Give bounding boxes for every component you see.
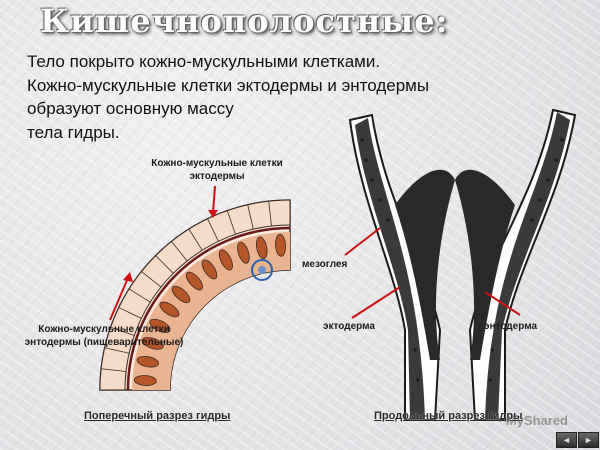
slide-title: Кишечнополостные: [40, 2, 449, 40]
ecto-cells-label-line2: эктодермы [189, 171, 245, 182]
pointer-arrows [109, 185, 521, 321]
tissue-dot [370, 178, 374, 182]
tissue-dot [360, 138, 364, 142]
intro-line-1: Тело покрыто кожно-мускульными клетками. [27, 52, 381, 71]
ecto-cells-label-line1: Кожно-мускульные клетки [151, 158, 283, 169]
intro-line-4: тела гидры. [27, 122, 120, 142]
tissue-dot [364, 158, 368, 162]
endoderm-pointer-line [484, 291, 521, 316]
mesoglea-label: мезоглея [302, 259, 348, 270]
endo-cell [171, 285, 191, 303]
endo-cell [255, 236, 268, 260]
ecto-cell-wall [268, 201, 272, 227]
endo-cell [237, 241, 250, 264]
ecto-cell-wall [141, 271, 162, 288]
endo-cell [133, 375, 157, 386]
ecto-cell-wall [188, 228, 203, 251]
ecto-cell-wall [104, 347, 130, 354]
endo-cell [141, 337, 164, 350]
ecto-cell-wall [110, 326, 135, 336]
tissue-dot [413, 348, 417, 352]
longitudinal-section-caption: Продольный разрез гидры [374, 410, 523, 422]
ecto-cell-wall [128, 288, 151, 303]
ecto-cell-wall [101, 368, 127, 372]
ectoderm-label: эктодерма [323, 321, 375, 332]
intro-line-2: Кожно-мускульные клетки эктодермы и энто… [27, 75, 430, 95]
endo-cell [201, 259, 218, 280]
endo-cell [275, 233, 286, 257]
ecto-cell-wall [226, 210, 236, 235]
intro-text: Тело покрыто кожно-мускульными клетками.… [27, 50, 547, 144]
next-arrow-icon: ► [584, 435, 593, 445]
endo-cells-label-line2: энтодермы (пищеварительные) [24, 337, 184, 348]
prev-arrow-icon: ◄ [562, 435, 571, 445]
tissue-dot [538, 198, 542, 202]
endo-cell [136, 355, 160, 368]
mesoglea-pointer-line [344, 227, 381, 256]
endo-cells-label: Кожно-мускульные клетки энтодермы (пищев… [4, 323, 204, 349]
ecto-pointer-head [208, 210, 218, 218]
intro-line-3: образуют основную массу [27, 99, 234, 118]
ecto-cells-label: Кожно-мускульные клетки эктодермы [142, 157, 292, 183]
endoderm-label: энтодерма [484, 321, 538, 332]
tissue-dot [560, 138, 564, 142]
endo-pointer-head [123, 272, 133, 282]
ectoderm-pointer-line [351, 286, 401, 319]
endo-cell [218, 249, 233, 271]
ecto-cell-wall [118, 307, 142, 319]
tissue-dot [488, 378, 492, 382]
tissue-dot [386, 218, 390, 222]
tissue-dot [530, 218, 534, 222]
tissue-dot [490, 348, 494, 352]
longitudinal-section-diagram [348, 108, 577, 421]
ecto-cell-wall [155, 255, 174, 274]
tissue-dot [378, 198, 382, 202]
ecto-cell-wall [247, 204, 254, 230]
endo-pointer-line [109, 277, 129, 321]
endo-cells-label-line1: Кожно-мускульные клетки [38, 324, 170, 335]
ecto-cell-wall [207, 218, 219, 242]
watermark: MyShared [505, 413, 568, 428]
prev-slide-button[interactable]: ◄ [556, 432, 577, 448]
tissue-dot [416, 378, 420, 382]
next-slide-button[interactable]: ► [578, 432, 599, 448]
endo-cell [149, 318, 171, 333]
ecto-pointer-line [212, 185, 216, 214]
cross-section-caption: Поперечный разрез гидры [84, 410, 231, 422]
endo-cell [159, 301, 180, 318]
tissue-dot [546, 178, 550, 182]
tissue-dot [554, 158, 558, 162]
endo-cell [185, 271, 203, 291]
cross-section-diagram [99, 199, 291, 391]
ecto-cell-wall [171, 241, 188, 262]
